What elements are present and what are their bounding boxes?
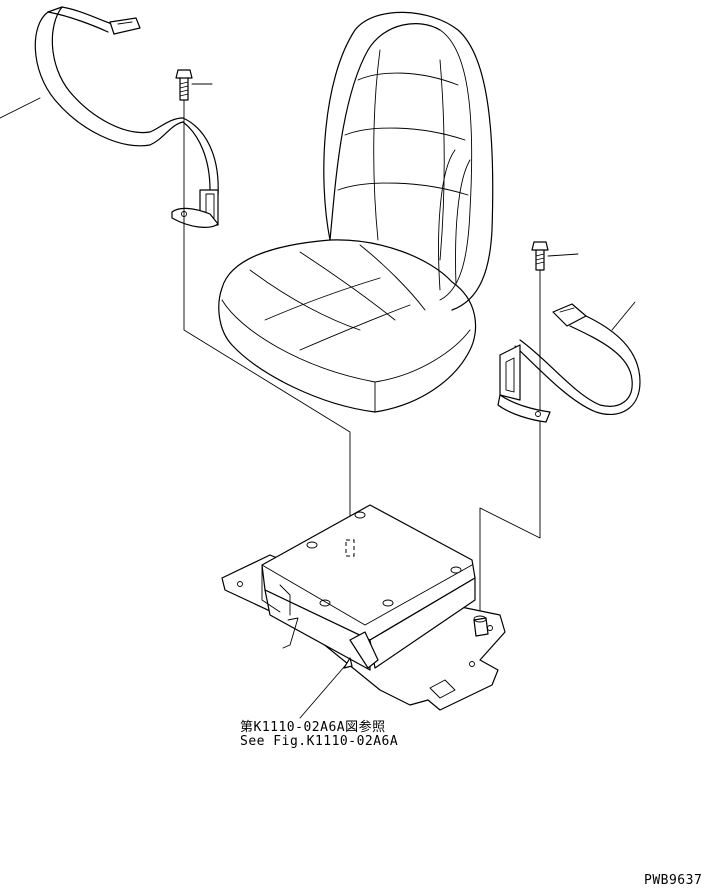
reference-label-japanese: 第K1110-02A6A図参照: [240, 720, 386, 735]
right-seat-belt: [497, 301, 641, 423]
left-bolt: [175, 69, 351, 541]
seat-base-console: [221, 504, 506, 719]
right-bolt: [479, 241, 579, 623]
drawing-code-label: PWB9637: [644, 873, 703, 888]
reference-label-english: See Fig.K1110-02A6A: [240, 734, 399, 749]
left-seat-belt: [0, 6, 219, 228]
operator-seat: [218, 11, 494, 413]
